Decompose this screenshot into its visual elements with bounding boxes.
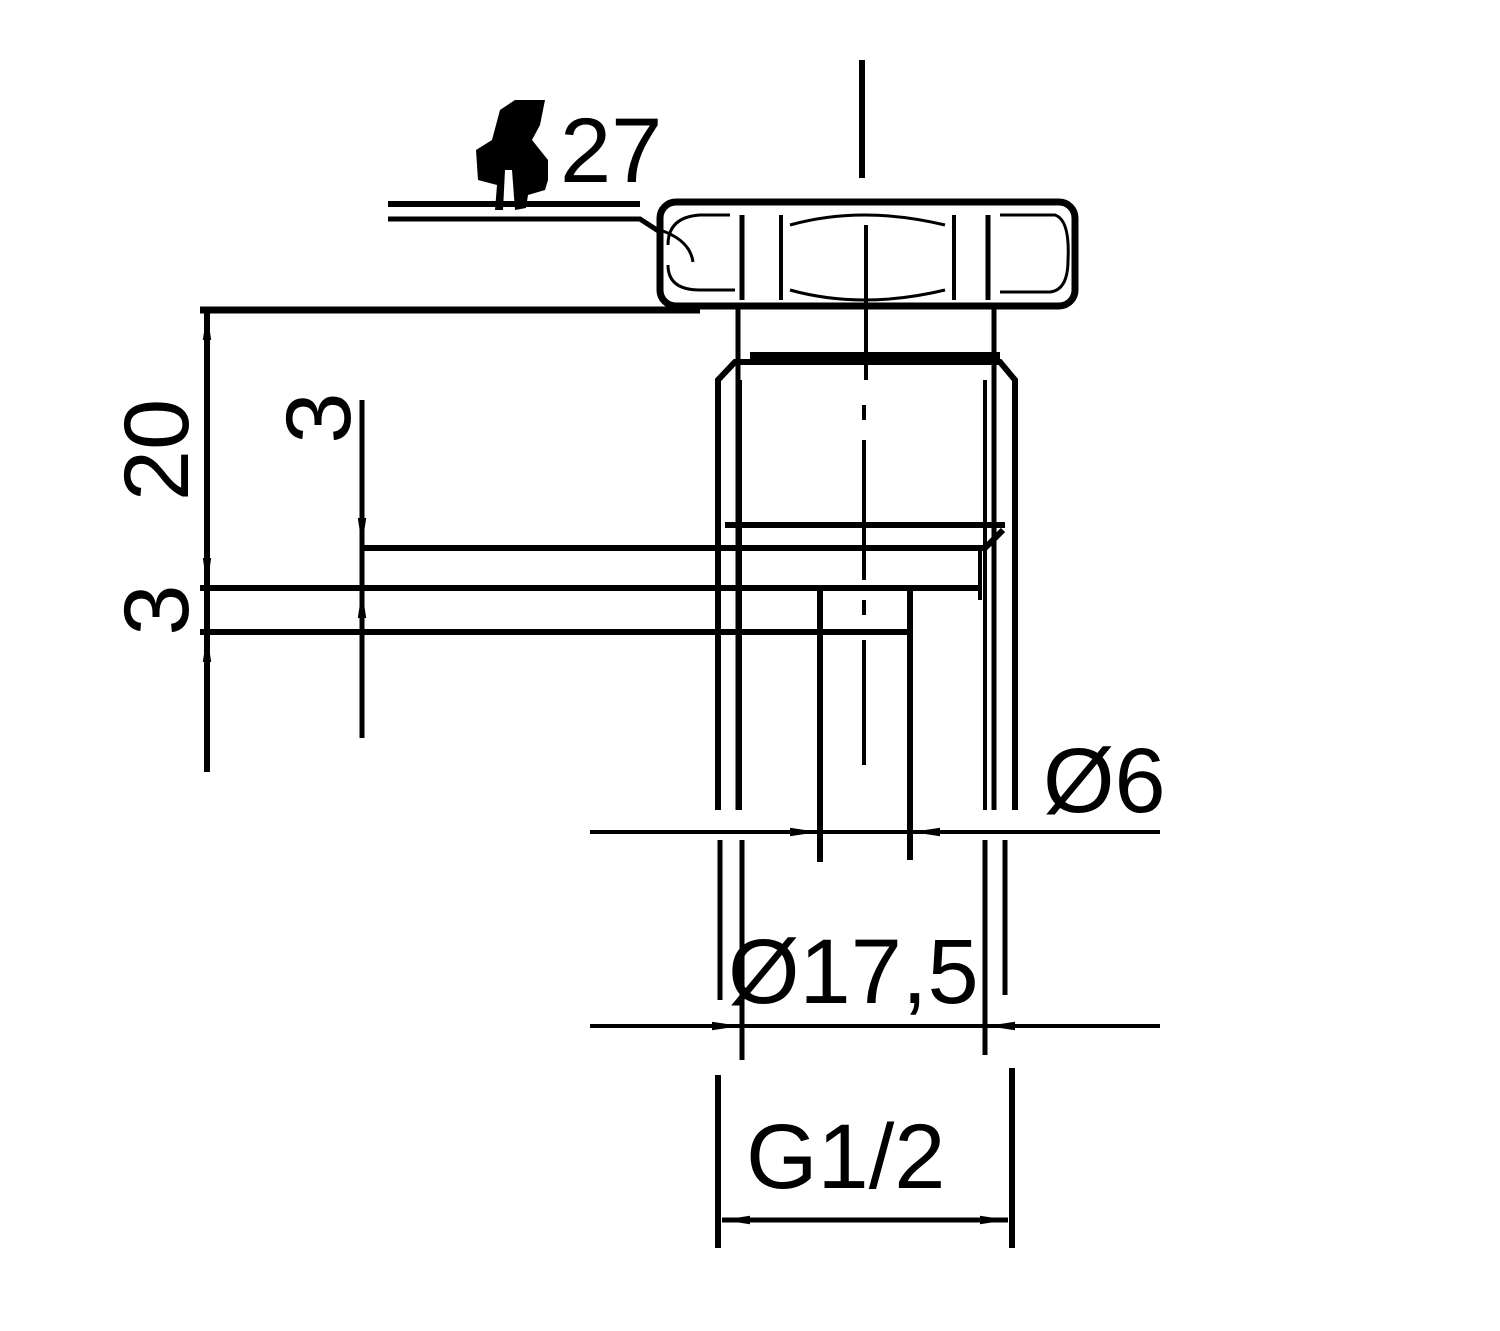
centerline <box>859 60 868 765</box>
thread-label: G1/2 <box>746 1106 945 1208</box>
wrench-leader <box>200 201 700 314</box>
thread-body <box>200 306 1018 862</box>
diameter-label: Ø17,5 <box>728 921 979 1023</box>
dimension-diameter <box>590 840 1160 1060</box>
collar-label: 3 <box>106 584 208 635</box>
height-label: 20 <box>106 399 208 501</box>
dimension-thread <box>715 1068 1015 1248</box>
wrench-icon <box>476 100 548 210</box>
wrench-size-label: 27 <box>560 100 662 202</box>
groove-label: 3 <box>268 392 370 443</box>
bore-label: Ø6 <box>1043 730 1166 832</box>
hex-nut <box>656 198 1079 310</box>
